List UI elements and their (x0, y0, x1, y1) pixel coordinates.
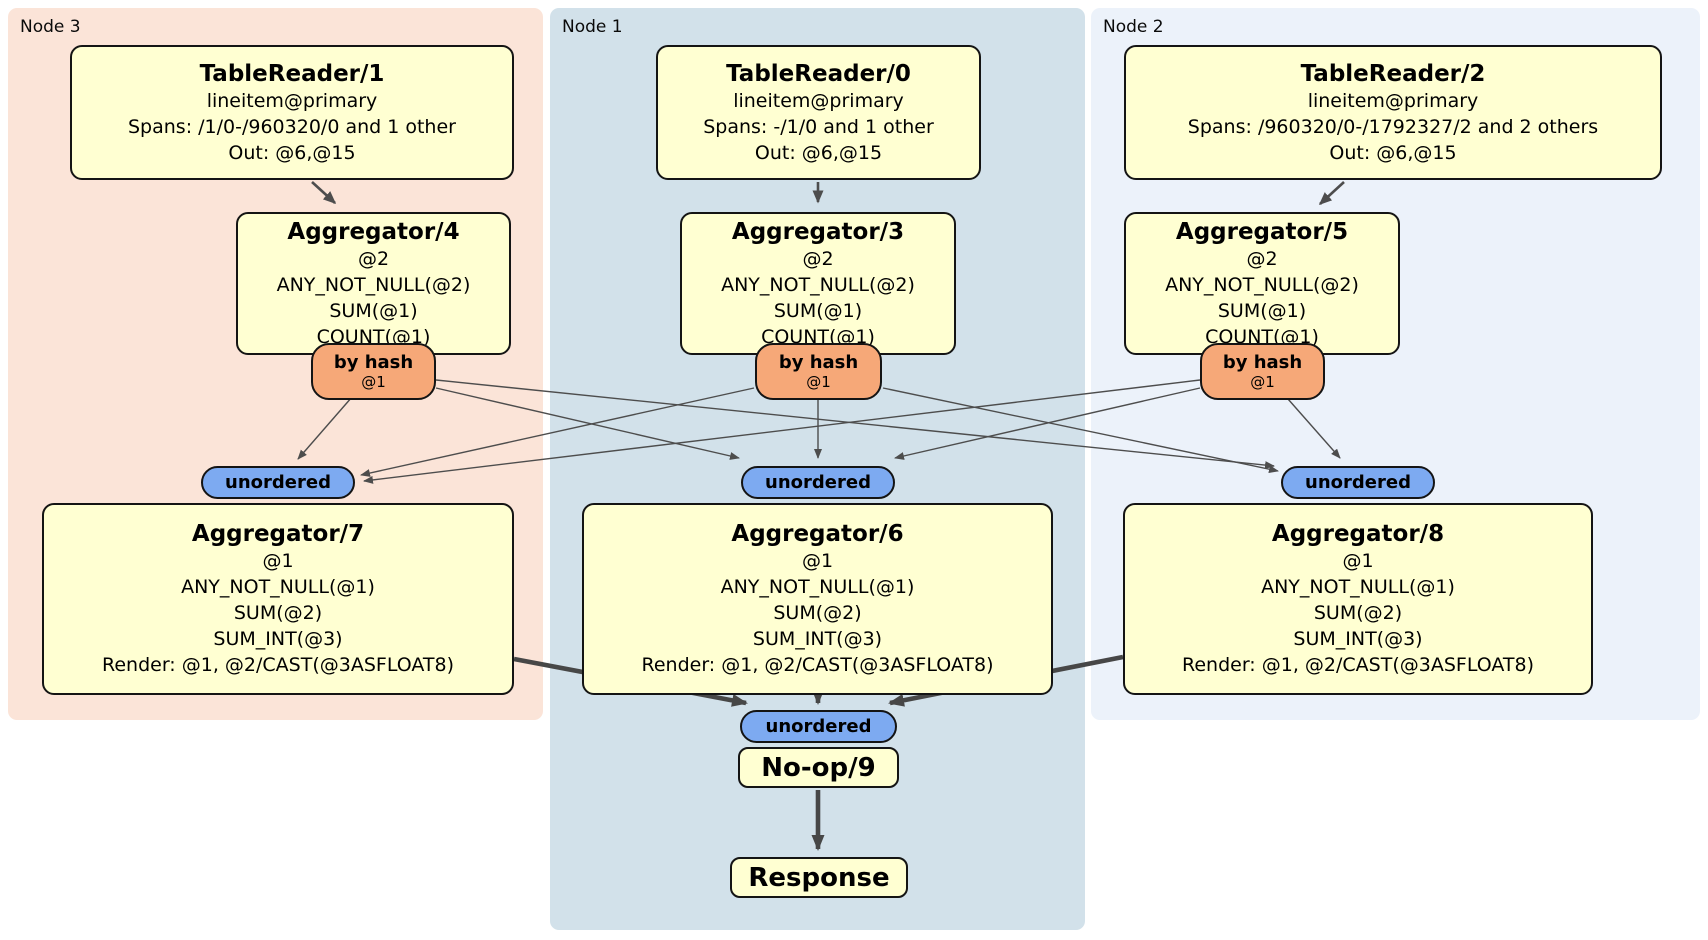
processor-detail: Render: @1, @2/CAST(@3ASFLOAT8) (102, 654, 454, 676)
sync-unordered-node-1: unordered (741, 466, 895, 499)
processor-tablereader-1: TableReader/1 lineitem@primary Spans: /1… (70, 45, 514, 180)
processor-detail: Out: @6,@15 (1329, 141, 1457, 164)
processor-detail: @2 (1246, 247, 1278, 270)
router-detail: @1 (806, 373, 831, 391)
processor-title: Aggregator/7 (191, 521, 365, 547)
panel-label-node-2: Node 2 (1103, 17, 1164, 37)
processor-title: Aggregator/5 (1175, 218, 1349, 245)
processor-detail: ANY_NOT_NULL(@1) (1261, 576, 1455, 598)
processor-aggregator-4: Aggregator/4 @2 ANY_NOT_NULL(@2) SUM(@1)… (236, 212, 511, 355)
processor-aggregator-6: Aggregator/6 @1 ANY_NOT_NULL(@1) SUM(@2)… (582, 503, 1053, 695)
processor-title: TableReader/2 (1300, 60, 1486, 87)
sync-unordered-final: unordered (740, 710, 897, 743)
processor-detail: @1 (262, 550, 294, 572)
sync-label: unordered (765, 472, 871, 493)
processor-title: TableReader/1 (199, 60, 385, 87)
processor-detail: SUM(@2) (1313, 602, 1403, 624)
processor-aggregator-5: Aggregator/5 @2 ANY_NOT_NULL(@2) SUM(@1)… (1124, 212, 1400, 355)
sync-unordered-node-3: unordered (201, 466, 355, 499)
router-detail: @1 (1250, 373, 1275, 391)
router-by-hash-node-2: by hash @1 (1200, 343, 1325, 400)
processor-detail: Render: @1, @2/CAST(@3ASFLOAT8) (641, 654, 994, 676)
processor-detail: Render: @1, @2/CAST(@3ASFLOAT8) (1182, 654, 1534, 676)
processor-detail: COUNT(@1) (1205, 325, 1319, 348)
processor-detail: SUM(@1) (773, 299, 863, 322)
router-detail: @1 (361, 373, 386, 391)
processor-aggregator-8: Aggregator/8 @1 ANY_NOT_NULL(@1) SUM(@2)… (1123, 503, 1593, 695)
processor-detail: SUM_INT(@3) (213, 628, 343, 650)
processor-response: Response (730, 857, 908, 898)
sync-label: unordered (225, 472, 331, 493)
processor-detail: SUM(@1) (1217, 299, 1307, 322)
processor-detail: SUM_INT(@3) (752, 628, 883, 650)
processor-detail: lineitem@primary (1307, 89, 1479, 112)
router-label: by hash (1222, 352, 1303, 373)
processor-detail: ANY_NOT_NULL(@1) (720, 576, 915, 598)
processor-tablereader-0: TableReader/0 lineitem@primary Spans: -/… (656, 45, 981, 180)
processor-title: Response (748, 862, 890, 893)
processor-aggregator-7: Aggregator/7 @1 ANY_NOT_NULL(@1) SUM(@2)… (42, 503, 514, 695)
processor-title: Aggregator/8 (1271, 521, 1445, 547)
processor-detail: ANY_NOT_NULL(@2) (721, 273, 915, 296)
processor-detail: ANY_NOT_NULL(@2) (1165, 273, 1359, 296)
sync-label: unordered (765, 716, 872, 737)
router-label: by hash (333, 352, 414, 373)
processor-detail: lineitem@primary (206, 89, 378, 112)
panel-label-node-1: Node 1 (562, 17, 623, 37)
router-by-hash-node-3: by hash @1 (311, 343, 436, 400)
processor-detail: Spans: /960320/0-/1792327/2 and 2 others (1187, 115, 1599, 138)
panel-label-node-3: Node 3 (20, 17, 81, 37)
processor-detail: SUM_INT(@3) (1293, 628, 1423, 650)
processor-title: Aggregator/6 (731, 521, 904, 547)
processor-detail: ANY_NOT_NULL(@1) (181, 576, 375, 598)
processor-detail: COUNT(@1) (761, 325, 875, 348)
processor-detail: @2 (802, 247, 834, 270)
processor-detail: Out: @6,@15 (754, 141, 883, 164)
router-by-hash-node-1: by hash @1 (755, 343, 882, 400)
processor-detail: SUM(@2) (773, 602, 862, 624)
processor-detail: Out: @6,@15 (228, 141, 356, 164)
processor-title: Aggregator/3 (731, 218, 905, 245)
processor-detail: Spans: /1/0-/960320/0 and 1 other (128, 115, 456, 138)
processor-detail: @2 (357, 247, 390, 270)
router-label: by hash (778, 352, 859, 373)
processor-tablereader-2: TableReader/2 lineitem@primary Spans: /9… (1124, 45, 1662, 180)
processor-title: No-op/9 (761, 752, 876, 783)
processor-title: Aggregator/4 (287, 218, 460, 245)
processor-detail: lineitem@primary (733, 89, 904, 112)
processor-detail: Spans: -/1/0 and 1 other (703, 115, 934, 138)
processor-title: TableReader/0 (726, 60, 911, 87)
processor-detail: SUM(@2) (233, 602, 323, 624)
sync-label: unordered (1305, 472, 1411, 493)
processor-detail: @1 (1342, 550, 1374, 572)
processor-detail: @1 (801, 550, 834, 572)
processor-noop-9: No-op/9 (738, 747, 899, 788)
processor-detail: SUM(@1) (329, 299, 418, 322)
processor-detail: COUNT(@1) (316, 325, 431, 348)
processor-aggregator-3: Aggregator/3 @2 ANY_NOT_NULL(@2) SUM(@1)… (680, 212, 956, 355)
sync-unordered-node-2: unordered (1281, 466, 1435, 499)
processor-detail: ANY_NOT_NULL(@2) (276, 273, 471, 296)
